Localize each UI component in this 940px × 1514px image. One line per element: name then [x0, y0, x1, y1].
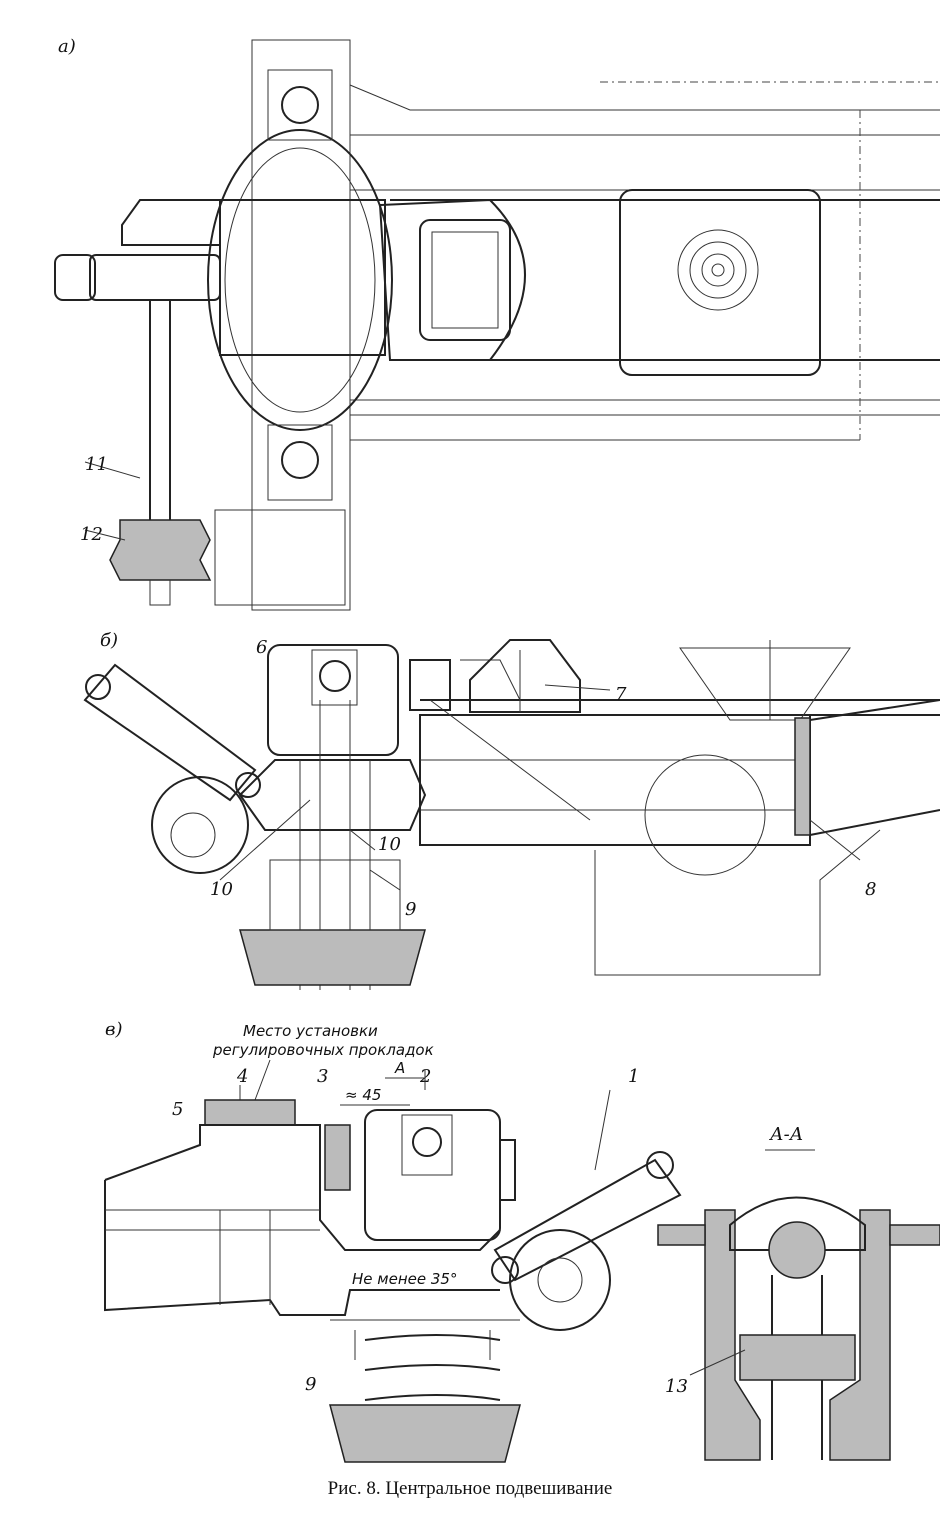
part-label-3: 3	[317, 1066, 328, 1087]
part-label-7: 7	[615, 684, 627, 705]
part-label-9-b: 9	[405, 899, 416, 920]
shim-location-note-line1: Место установки	[243, 1022, 378, 1040]
panel-a-plan-view: а) 11 12	[54, 36, 940, 611]
section-mark-a: А	[394, 1059, 405, 1077]
part-label-4: 4	[236, 1066, 248, 1087]
part-label-1: 1	[628, 1066, 639, 1087]
panel-c-section-view: в) Место установки регулировочных прокла…	[104, 1019, 682, 1463]
panel-b-label: б)	[100, 630, 118, 651]
gap-dimension: ≈ 45	[345, 1086, 381, 1104]
part-label-8: 8	[865, 879, 876, 900]
section-a-a-detail: А-А 13	[657, 1124, 940, 1461]
part-label-13: 13	[665, 1376, 688, 1397]
figure-caption: Рис. 8. Центральное подвешивание	[327, 1478, 613, 1499]
part-label-11: 11	[85, 454, 108, 475]
section-a-a-label: А-А	[768, 1124, 803, 1145]
panel-b-side-view: б) 6 7 10 10 9 8	[83, 630, 940, 990]
panel-a-label: а)	[58, 36, 76, 57]
part-label-5: 5	[172, 1099, 183, 1120]
shim-location-note-line2: регулировочных прокладок	[212, 1041, 434, 1059]
panel-c-label: в)	[105, 1019, 123, 1040]
angle-note: Не менее 35°	[352, 1270, 457, 1288]
part-label-6: 6	[256, 637, 267, 658]
part-label-9-c: 9	[305, 1374, 316, 1395]
part-label-10-left: 10	[210, 879, 233, 900]
part-label-12: 12	[80, 524, 103, 545]
part-label-10-right: 10	[378, 834, 401, 855]
